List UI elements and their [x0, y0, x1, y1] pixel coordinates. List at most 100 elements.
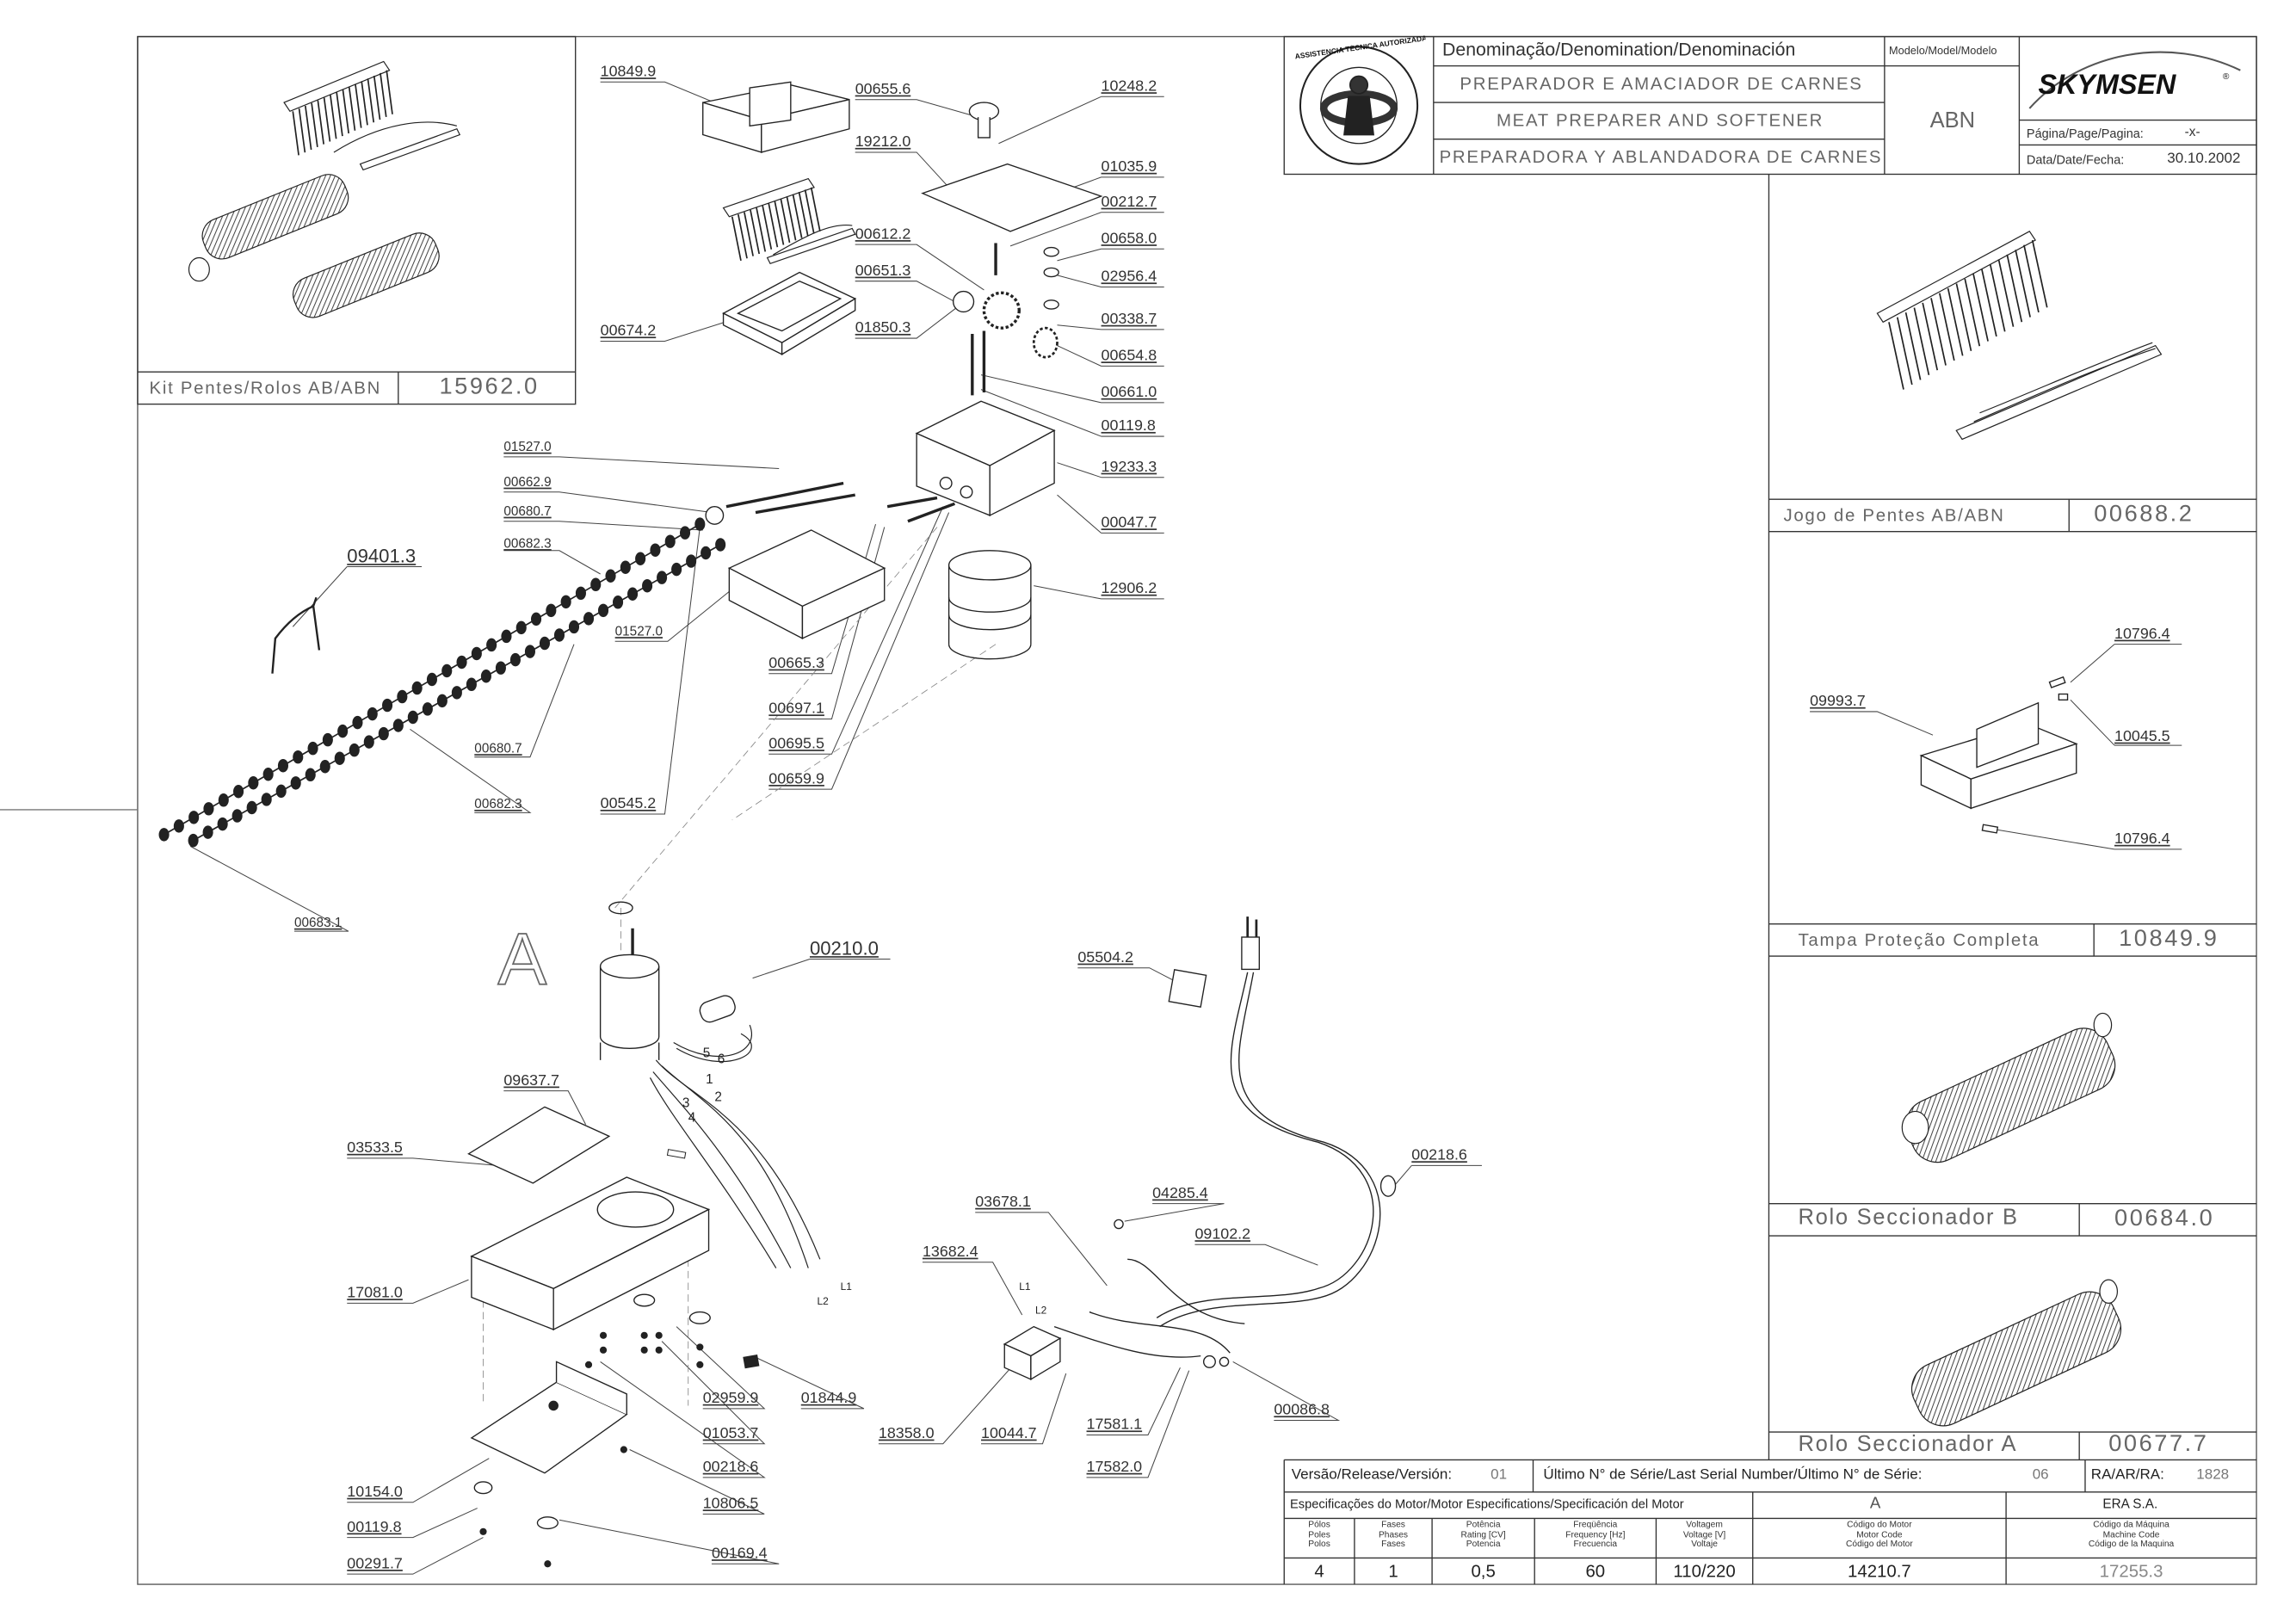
ra-label: RA/AR/RA: — [2090, 1466, 2164, 1484]
callout-18358-0: 18358.0 — [878, 1424, 935, 1443]
callout-19233-3: 19233.3 — [1101, 458, 1157, 476]
motor-spec-header: Especificações do Motor/Motor Especifica… — [1290, 1496, 1684, 1511]
callout-01850-3: 01850.3 — [855, 318, 911, 337]
callout-00655-6: 00655.6 — [855, 80, 911, 99]
serial-label: Último N° de Série/Last Serial Number/Úl… — [1543, 1466, 1923, 1484]
wire-number-6: 6 — [717, 1051, 725, 1066]
callout-00697-1: 00697.1 — [768, 700, 824, 718]
callout-00662-9: 00662.9 — [503, 474, 552, 490]
callout-03533-5: 03533.5 — [347, 1139, 403, 1157]
callout-03678-1: 03678.1 — [975, 1193, 1031, 1212]
callout-12906-2: 12906.2 — [1101, 579, 1157, 598]
callout-13682-4: 13682.4 — [922, 1243, 978, 1262]
col-phases: Fases Phases Fases — [1378, 1521, 1409, 1550]
machine-name-en: MEAT PREPARER AND SOFTENER — [1496, 109, 1824, 131]
kit-code-comb-set: 00688.2 — [2094, 502, 2194, 528]
kit-code-combs-rollers: 15962.0 — [439, 374, 540, 400]
callout-09993-7: 09993.7 — [1810, 692, 1866, 711]
callout-00086-8: 00086.8 — [1274, 1401, 1330, 1419]
callout-00654-8: 00654.8 — [1101, 347, 1157, 365]
model-value: ABN — [1929, 108, 1976, 133]
wire-number-5: 5 — [702, 1045, 711, 1060]
callout-05504-2: 05504.2 — [1077, 948, 1133, 967]
machine-name-pt: PREPARADOR E AMACIADOR DE CARNES — [1460, 73, 1863, 94]
kit-code-roller-a: 00677.7 — [2108, 1432, 2209, 1458]
callout-00169-4: 00169.4 — [711, 1545, 768, 1563]
callout-10796-4-top: 10796.4 — [2114, 625, 2170, 643]
wire-number-2: 2 — [714, 1089, 722, 1104]
value-machine-code: 17255.3 — [2099, 1560, 2163, 1582]
skymsen-logo: SKYMSEN ® — [2028, 51, 2241, 109]
callout-00658-0: 00658.0 — [1101, 230, 1157, 248]
callout-00680-7-bottom: 00680.7 — [474, 740, 522, 756]
callout-01053-7: 01053.7 — [702, 1424, 759, 1443]
motor-letter: A — [1869, 1495, 1881, 1513]
callout-00119-8-foot: 00119.8 — [347, 1518, 402, 1536]
callout-00674-2: 00674.2 — [600, 322, 657, 340]
terminal-label-l1: L1 — [1019, 1282, 1031, 1293]
value-phases: 1 — [1388, 1560, 1398, 1582]
callout-00047-7: 00047.7 — [1101, 514, 1157, 532]
terminal-label-l2: L2 — [1034, 1305, 1047, 1317]
callout-00612-2: 00612.2 — [855, 225, 911, 244]
kit-code-cover: 10849.9 — [2119, 927, 2219, 952]
callout-00682-3-bottom: 00682.3 — [474, 796, 522, 812]
callout-01527-0-top: 01527.0 — [503, 439, 552, 454]
model-header: Modelo/Model/Modelo — [1888, 44, 1997, 58]
col-poles: Pólos Poles Polos — [1308, 1521, 1330, 1550]
kit-caption-roller-a: Rolo Seccionador A — [1798, 1432, 2018, 1458]
callout-01035-9: 01035.9 — [1101, 157, 1157, 176]
callout-00218-6-base: 00218.6 — [702, 1458, 759, 1477]
callout-02959-9: 02959.9 — [702, 1389, 759, 1408]
callout-10796-4-bottom: 10796.4 — [2114, 830, 2170, 849]
callout-02956-4: 02956.4 — [1101, 268, 1157, 286]
callout-01844-9: 01844.9 — [800, 1389, 857, 1408]
col-voltage: Voltagem Voltage [V] Voltaje — [1682, 1521, 1726, 1550]
date-label: Data/Date/Fecha: — [2026, 151, 2125, 167]
callout-00665-3: 00665.3 — [768, 654, 824, 673]
callout-17581-1: 17581.1 — [1086, 1416, 1143, 1434]
callout-17081-0: 17081.0 — [347, 1284, 403, 1302]
callout-01527-0-mid: 01527.0 — [614, 623, 663, 639]
col-motor-code: Código do Motor Motor Code Código del Mo… — [1846, 1521, 1913, 1550]
callout-09102-2: 09102.2 — [1194, 1225, 1251, 1243]
ra-value: 1828 — [2196, 1466, 2230, 1484]
callout-10248-2: 10248.2 — [1101, 77, 1157, 96]
wire-number-4: 4 — [688, 1109, 696, 1125]
callout-17582-0: 17582.0 — [1086, 1458, 1143, 1477]
value-frequency: 60 — [1585, 1560, 1606, 1582]
value-voltage: 110/220 — [1673, 1560, 1736, 1582]
kit-code-roller-b: 00684.0 — [2114, 1206, 2215, 1231]
wire-label-l2: L2 — [817, 1297, 829, 1308]
value-poles: 4 — [1314, 1560, 1324, 1582]
callout-00218-6-right: 00218.6 — [1411, 1146, 1467, 1164]
callout-00695-5: 00695.5 — [768, 735, 824, 753]
callout-00212-7: 00212.7 — [1101, 193, 1157, 212]
version-value: 01 — [1491, 1466, 1508, 1484]
callout-09637-7: 09637.7 — [503, 1071, 559, 1089]
wire-number-3: 3 — [682, 1095, 690, 1110]
callout-09401-3: 09401.3 — [347, 544, 417, 567]
callout-10849-9: 10849.9 — [600, 63, 657, 81]
serial-value: 06 — [2032, 1466, 2049, 1484]
callout-00210-0: 00210.0 — [809, 936, 879, 960]
callout-10806-5: 10806.5 — [702, 1495, 759, 1513]
callout-00545-2: 00545.2 — [600, 794, 657, 813]
callout-00680-7-top: 00680.7 — [503, 503, 552, 519]
callout-00651-3: 00651.3 — [855, 262, 911, 280]
wire-number-1: 1 — [706, 1071, 713, 1087]
callout-10154-0: 10154.0 — [347, 1483, 403, 1502]
kit-caption-cover: Tampa Proteção Completa — [1798, 929, 2040, 951]
value-power: 0,5 — [1471, 1560, 1496, 1582]
page-value: -x- — [2184, 124, 2200, 139]
technical-assistance-seal — [1299, 46, 1419, 165]
date-value: 30.10.2002 — [2167, 151, 2241, 167]
callout-00683-1: 00683.1 — [294, 915, 343, 930]
callout-19212-0: 19212.0 — [855, 133, 911, 151]
denomination-header: Denominação/Denomination/Denominación — [1442, 39, 1796, 60]
kit-caption-roller-b: Rolo Seccionador B — [1798, 1205, 2019, 1231]
kit-caption-combs-rollers: Kit Pentes/Rolos AB/ABN — [149, 377, 382, 398]
version-label: Versão/Release/Versión: — [1291, 1466, 1453, 1484]
